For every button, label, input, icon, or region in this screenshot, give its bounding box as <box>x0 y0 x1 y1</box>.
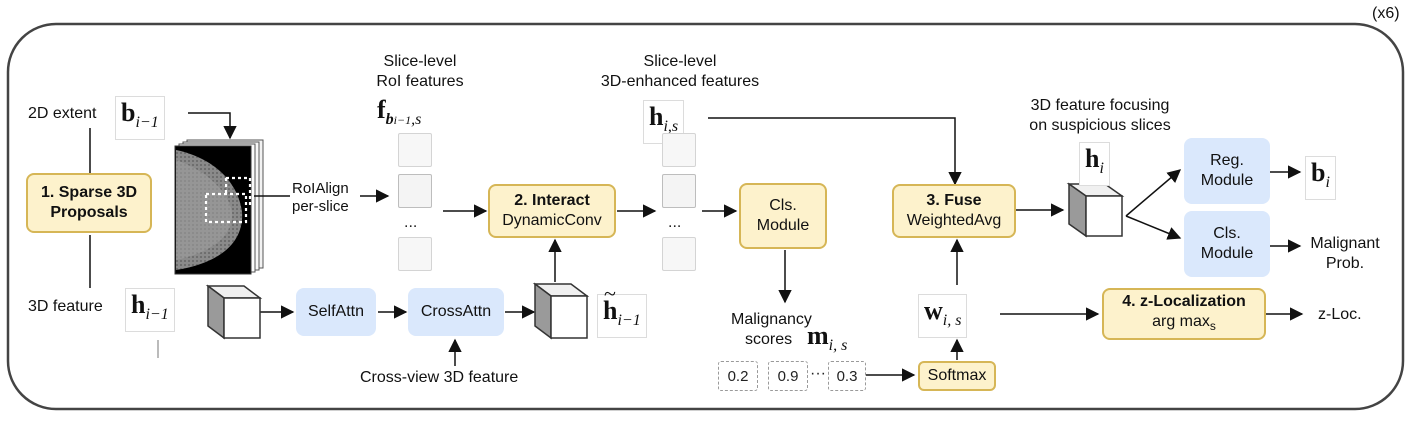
cube-to-cls2 <box>1125 215 1182 240</box>
repeat-count: (x6) <box>1372 5 1400 22</box>
zloc-box[interactable]: 4. z-Localization arg maxs <box>1102 288 1266 340</box>
fuse-title: 3. Fuse <box>926 192 982 209</box>
cls-module-2-box[interactable]: Cls. Module <box>1184 211 1270 277</box>
enhanced-slot-1 <box>662 133 696 167</box>
interact-subtitle: DynamicConv <box>502 212 602 229</box>
zloc-output: z-Loc. <box>1318 306 1362 323</box>
interact-title: 2. Interact <box>514 192 590 209</box>
feature-cube-enhanced <box>532 282 590 340</box>
extent-symbol: bi−1 <box>115 96 165 141</box>
proposals-line2: Proposals <box>50 204 128 221</box>
feature-cube-input <box>205 284 263 340</box>
fuse-subtitle: WeightedAvg <box>906 212 1002 229</box>
cross-attn-box[interactable]: CrossAttn <box>408 288 504 336</box>
feature-cube-fused <box>1066 182 1125 238</box>
softmax-box[interactable]: Softmax <box>918 361 996 391</box>
fuse-box[interactable]: 3. Fuse WeightedAvg <box>892 184 1016 238</box>
enhanced-slot-2 <box>662 174 696 208</box>
cls-module-box[interactable]: Cls. Module <box>739 183 827 249</box>
score-3: 0.3 <box>828 361 866 391</box>
feature-symbol: hi−1 <box>125 288 175 333</box>
roi-features-symbol: fbi−1,s <box>377 95 422 129</box>
malignancy-line2: scores <box>745 331 793 348</box>
focus-symbol: hi <box>1079 142 1110 187</box>
sparse-proposals-box[interactable]: 1. Sparse 3D Proposals <box>26 173 152 233</box>
enhanced-slot-3 <box>662 237 696 271</box>
weights-symbol: wi, s <box>918 294 968 339</box>
cross-view-label: Cross-view 3D feature <box>360 369 519 386</box>
bbox-output-symbol: bi <box>1305 156 1336 201</box>
roi-slot-3 <box>398 237 432 271</box>
extent-label: 2D extent <box>28 105 97 122</box>
roi-slot-1 <box>398 133 432 167</box>
cube-to-reg <box>1125 169 1182 217</box>
outer-frame <box>6 22 1405 411</box>
score-1: 0.2 <box>718 361 758 391</box>
malignancy-line1: Malignancy <box>731 311 812 328</box>
score-2: 0.9 <box>768 361 808 391</box>
h-tilde-symbol: ~hi−1 <box>597 281 647 339</box>
zloc-subtitle: arg maxs <box>1152 312 1216 334</box>
extent-to-image-arrow <box>188 112 237 140</box>
malignancy-symbol: mi, s <box>807 321 848 355</box>
reg-module-box[interactable]: Reg. Module <box>1184 138 1270 204</box>
enhanced-to-fuse-arrow <box>708 117 962 186</box>
feature-label: 3D feature <box>28 298 103 315</box>
score-ellipsis: ··· <box>810 365 826 382</box>
mammogram-stack-icon <box>174 139 264 275</box>
zloc-title: 4. z-Localization <box>1122 292 1246 310</box>
self-attn-box[interactable]: SelfAttn <box>296 288 376 336</box>
enhanced-slot-ellipsis: ... <box>668 214 682 231</box>
interact-box[interactable]: 2. Interact DynamicConv <box>488 184 616 238</box>
roi-slot-2 <box>398 174 432 208</box>
proposals-line1: 1. Sparse 3D <box>40 184 138 201</box>
roi-slot-ellipsis: ... <box>404 214 418 231</box>
